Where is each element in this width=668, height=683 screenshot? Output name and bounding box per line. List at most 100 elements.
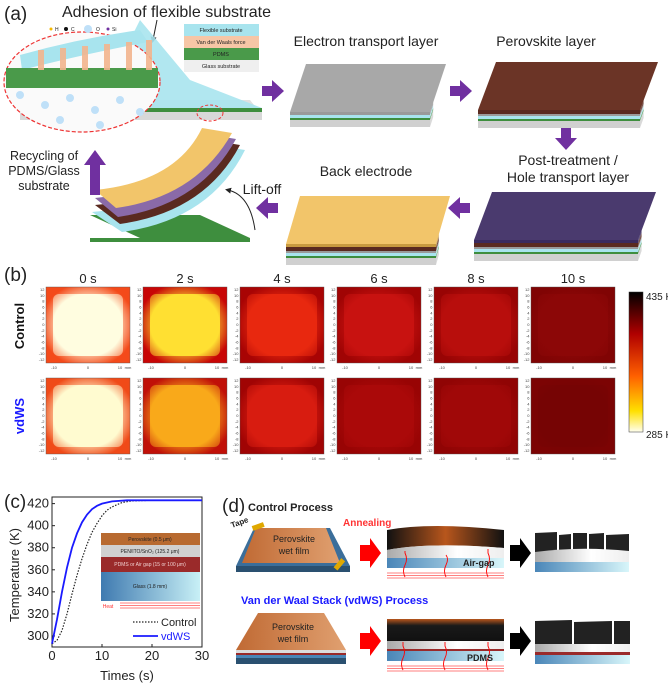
x-tick-label: -10 — [536, 456, 543, 461]
x-tick-label: 0 — [184, 456, 187, 461]
x-tick-label: mm — [222, 456, 229, 461]
time-label: 0 s — [79, 271, 97, 286]
y-tick-label: -2 — [138, 419, 142, 424]
y-tick-label: 4 — [236, 310, 239, 315]
y-tick-label: 10 — [428, 293, 433, 298]
y-tick-label: -12 — [233, 357, 240, 362]
y-tick-label: 12 — [137, 287, 142, 292]
y-tick-label: 8 — [139, 390, 142, 395]
y-tick-label: 8 — [527, 390, 530, 395]
y-tick-label: -8 — [138, 345, 142, 350]
arrow-up-icon — [84, 150, 106, 195]
y-tick-label: -8 — [332, 345, 336, 350]
x-tick-label: -10 — [51, 456, 58, 461]
y-tick-label: 12 — [331, 287, 336, 292]
y-tick-label: 0 — [42, 322, 45, 327]
y-tick-label: -12 — [524, 448, 531, 453]
y-tick-label: 8 — [236, 390, 239, 395]
film-label-1: Perovskite — [272, 622, 314, 632]
step-recycling-label-2: PDMS/Glass — [8, 164, 80, 178]
y-tick-label: -8 — [138, 436, 142, 441]
y-tick-label: 8 — [236, 299, 239, 304]
y-tick-label: 12 — [234, 287, 239, 292]
back-electrode-slab — [286, 196, 450, 265]
y-tick-label: -10 — [39, 351, 46, 356]
y-tick-label: -8 — [235, 345, 239, 350]
y-tick-label: -8 — [526, 436, 530, 441]
y-tick-label: -12 — [524, 357, 531, 362]
annealing-label: Annealing — [343, 518, 391, 529]
legend-vdw: Van der Waals force — [196, 40, 245, 46]
y-tick-label: -4 — [332, 334, 336, 339]
step-back-electrode-label: Back electrode — [320, 163, 413, 179]
y-tick-label: 0 — [430, 413, 433, 418]
x-axis-label: Times (s) — [100, 668, 154, 683]
y-tick-label: 4 — [430, 310, 433, 315]
colorbar — [628, 291, 644, 433]
x-tick-label: 10 — [506, 365, 511, 370]
molecular-zoom-inset: H C O Si — [3, 25, 224, 133]
y-tick-label: -2 — [526, 419, 530, 424]
y-tick-label: -4 — [429, 334, 433, 339]
process-slabs — [286, 62, 658, 265]
y-tick-label: 4 — [527, 401, 530, 406]
y-tick-label: -2 — [41, 419, 45, 424]
y-tick-label: -12 — [427, 357, 434, 362]
panel-a-label: (a) — [4, 4, 27, 25]
panel-c-label: (c) — [4, 492, 26, 513]
legend-label-vdws: vdWS — [161, 631, 190, 643]
x-tick-label: 0 — [87, 456, 90, 461]
y-tick-label: 0 — [333, 322, 336, 327]
x-tick-label: 0 — [378, 456, 381, 461]
y-tick-label: 6 — [333, 305, 336, 310]
y-tick-label: -10 — [524, 351, 531, 356]
y-tick-label: -10 — [524, 442, 531, 447]
time-label: 4 s — [273, 271, 291, 286]
control-annealing-cross-section: Air-gap — [387, 526, 504, 579]
y-tick-label: 12 — [331, 378, 336, 383]
y-tick-label: -8 — [429, 436, 433, 441]
x-tick-label: 10 — [603, 365, 608, 370]
x-tick-label: 10 — [118, 365, 123, 370]
y-tick-label: -6 — [138, 340, 142, 345]
x-tick-label: 10 — [506, 456, 511, 461]
y-tick-label: 4 — [42, 310, 45, 315]
y-tick-label: -10 — [330, 442, 337, 447]
row-label-control: Control — [12, 303, 27, 349]
row-label-vdws: vdWS — [12, 398, 27, 434]
plot-frame — [51, 496, 203, 648]
x-tick-label: -10 — [439, 456, 446, 461]
legend-flexible: Flexible substrate — [199, 28, 242, 34]
time-label: 8 s — [467, 271, 485, 286]
y-tick-label: 0 — [236, 322, 239, 327]
vdws-result-film — [535, 620, 630, 664]
series-line-vdws — [51, 499, 202, 644]
y-tick-label: -12 — [136, 357, 143, 362]
y-tick-label: 6 — [430, 305, 433, 310]
colorbar-min: 285 K — [646, 430, 668, 441]
atom-label-o: O — [96, 27, 100, 33]
x-tick-label: 10 — [603, 456, 608, 461]
arrow-down-icon — [555, 128, 577, 150]
y-tick-label: 10 — [40, 384, 45, 389]
y-tick-label: 400 — [27, 518, 49, 533]
y-tick-label: -10 — [136, 442, 143, 447]
layer-stack-inset: Perovskite (0.5 μm) PEN/ITO/SnO₂ (125.2 … — [101, 533, 200, 610]
x-tick-label: -10 — [245, 456, 252, 461]
y-tick-label: 6 — [527, 305, 530, 310]
y-tick-label: 300 — [27, 628, 49, 643]
y-tick-label: 6 — [236, 305, 239, 310]
y-tick-label: -10 — [427, 442, 434, 447]
x-tick-label: mm — [319, 456, 326, 461]
y-tick-label: -6 — [235, 431, 239, 436]
inset-layer-glass: Glass (1.8 mm) — [133, 584, 168, 590]
arrow-right-icon — [360, 538, 381, 568]
